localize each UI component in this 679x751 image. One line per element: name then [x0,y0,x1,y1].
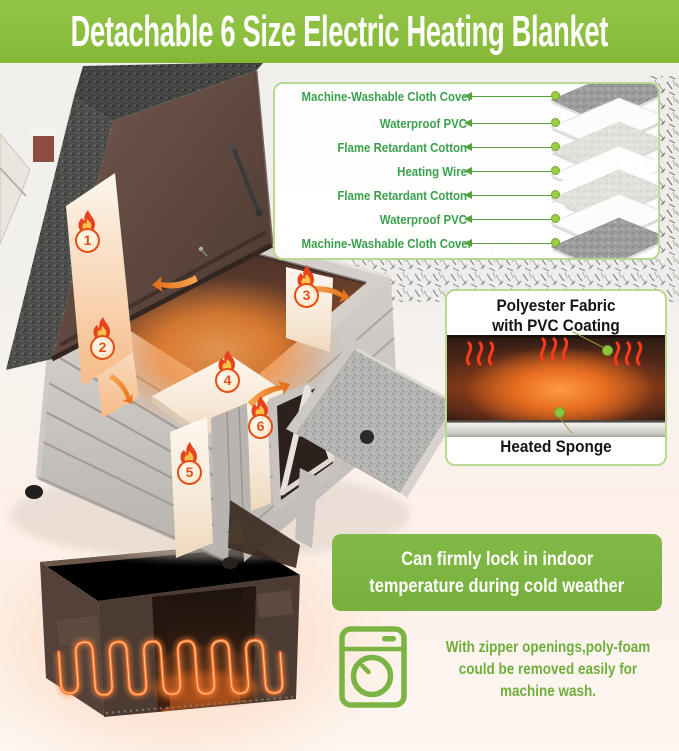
sponge-label: Heated Sponge [500,437,612,456]
left-arrowhead-icon [464,118,472,127]
layer-label: Flame Retardant Cotton [337,188,467,203]
page-title: Detachable 6 Size Electric Heating Blank… [70,6,609,56]
layer-label: Machine-Washable Cloth Cover [301,89,473,104]
heat-marker-3: 3 [294,265,320,308]
callout-arrow-line [464,118,560,127]
left-arrowhead-icon [464,190,472,199]
marker-number: 5 [177,460,202,485]
green-dot-icon [551,238,560,247]
machine-wash-line: could be removed easily for [458,661,638,678]
lock-feature-line: Can firmly lock in indoor [400,547,594,570]
heated-liner-photo [40,543,300,717]
lock-feature-line: temperature during cold weather [369,574,625,597]
machine-wash-line: With zipper openings,poly-foam [445,639,651,656]
green-dot-icon [551,91,560,100]
layer-label: Machine-Washable Cloth Cover [301,236,473,251]
left-arrowhead-icon [464,142,472,151]
marker-number: 1 [75,228,100,253]
title-banner: Detachable 6 Size Electric Heating Blank… [0,0,679,63]
callout-arrow-line [464,142,560,151]
callout-arrow-line [464,238,560,247]
callout-arrow-line [464,166,560,175]
heated-fabric-panel: Polyester Fabric with PVC Coating [445,289,667,466]
heat-marker-1: 1 [75,210,101,253]
green-dot-icon [554,407,565,418]
heated-fabric-photo [447,335,665,420]
green-dot-icon [551,118,560,127]
callout-arrow-line [464,214,560,223]
washing-machine-icon [339,626,407,708]
sponge-photo [447,420,665,437]
machine-wash-line: machine wash. [500,683,596,700]
front-heating-panel [170,417,213,558]
cloth-cover-layer [550,217,658,258]
marker-number: 2 [90,335,115,360]
layer-label: Waterproof PVC [379,116,467,131]
layer-label: Waterproof PVC [379,212,467,227]
green-dot-icon [551,214,560,223]
background-house [0,128,57,245]
blanket-layer-stack-illustration [549,84,658,258]
fabric-title: Polyester Fabric with PVC Coating [492,296,620,335]
heat-waves-icon [465,337,643,366]
left-arrowhead-icon [464,91,472,100]
layer-callout-row: Machine-Washable Cloth Cover [275,234,658,254]
left-arrowhead-icon [464,214,472,223]
heat-marker-5: 5 [177,442,203,485]
heat-marker-6: 6 [248,396,274,439]
heat-marker-4: 4 [215,350,241,393]
layer-callout-row: Machine-Washable Cloth Cover [275,87,658,107]
blanket-layers-panel: Machine-Washable Cloth Cover Waterproof … [273,82,660,260]
layer-label: Flame Retardant Cotton [337,140,467,155]
marker-number: 3 [294,283,319,308]
caster-wheel [222,557,238,569]
layer-label: Heating Wire [397,164,467,179]
layer-callout-row: Flame Retardant Cotton [275,138,658,158]
caster-wheel [25,485,43,499]
left-arrowhead-icon [464,166,472,175]
left-arrowhead-icon [464,238,472,247]
layer-callout-row: Waterproof PVC [275,210,658,230]
layer-callout-row: Waterproof PVC [275,114,658,134]
machine-wash-note: With zipper openings,poly-foam could be … [424,637,672,703]
marker-number: 6 [248,414,273,439]
green-dot-icon [551,190,560,199]
green-dot-icon [551,166,560,175]
green-dot-icon [602,345,613,356]
zipper-stitching [105,696,295,714]
lid-support-rod [230,144,263,217]
lock-feature-callout: Can firmly lock in indoor temperature du… [332,534,662,611]
callout-arrow-line [464,190,560,199]
green-dot-icon [551,142,560,151]
marker-number: 4 [215,368,240,393]
zipper-pull [200,248,208,257]
layer-callout-row: Flame Retardant Cotton [275,186,658,206]
callout-arrow-line [464,91,560,100]
heat-marker-2: 2 [90,317,116,360]
glowing-heating-wire [54,636,287,699]
layer-callout-row: Heating Wire [275,162,658,182]
